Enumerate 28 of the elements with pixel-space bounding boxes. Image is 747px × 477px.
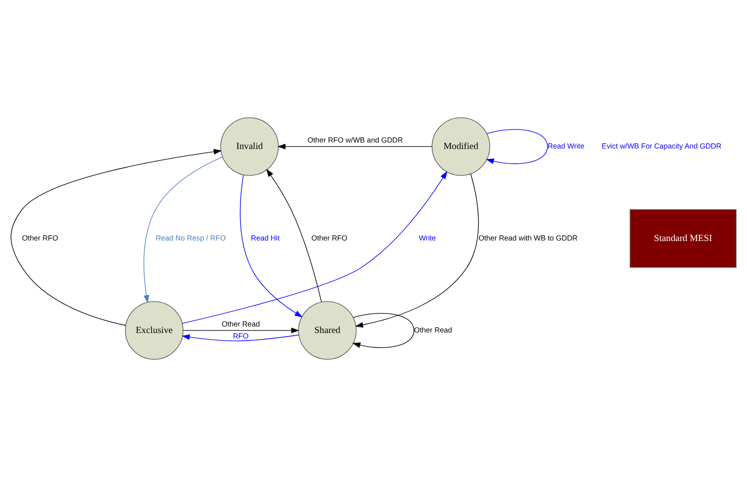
node-circle: Shared [298, 301, 357, 360]
edge-label: Write [418, 233, 436, 242]
edge-label: Other RFO w/WB and GDDR [307, 135, 403, 144]
edge-label: Other RFO [22, 233, 58, 242]
arrow [266, 168, 322, 302]
arrow [352, 313, 414, 348]
arrow [10, 148, 222, 326]
arrow [182, 328, 300, 334]
edge-label: RFO [232, 331, 249, 340]
edge-label: Other Read [414, 325, 452, 334]
edge-label: Other RFO [311, 233, 348, 242]
edge-label: Read Write [548, 141, 584, 150]
label: Evict w/WB For Capacity And GDDR [602, 141, 722, 150]
arrow [182, 334, 300, 342]
edge-label: Read No Resp / RFO [156, 233, 226, 242]
arrow [355, 174, 479, 328]
edge-label: Read Hit [250, 233, 280, 242]
arrow [277, 144, 432, 150]
arrow [182, 171, 448, 324]
arrow [486, 129, 548, 164]
node-circle: Exclusive [125, 301, 184, 360]
node-box: Standard MESI [630, 209, 736, 268]
node-circle: Modified [432, 117, 490, 176]
edge-label: Other Read [222, 319, 260, 328]
arrow [240, 174, 303, 318]
arrow [144, 156, 223, 304]
node-circle: Invalid [220, 117, 279, 176]
edge-label: Other Read with WB to GDDR [478, 233, 578, 242]
